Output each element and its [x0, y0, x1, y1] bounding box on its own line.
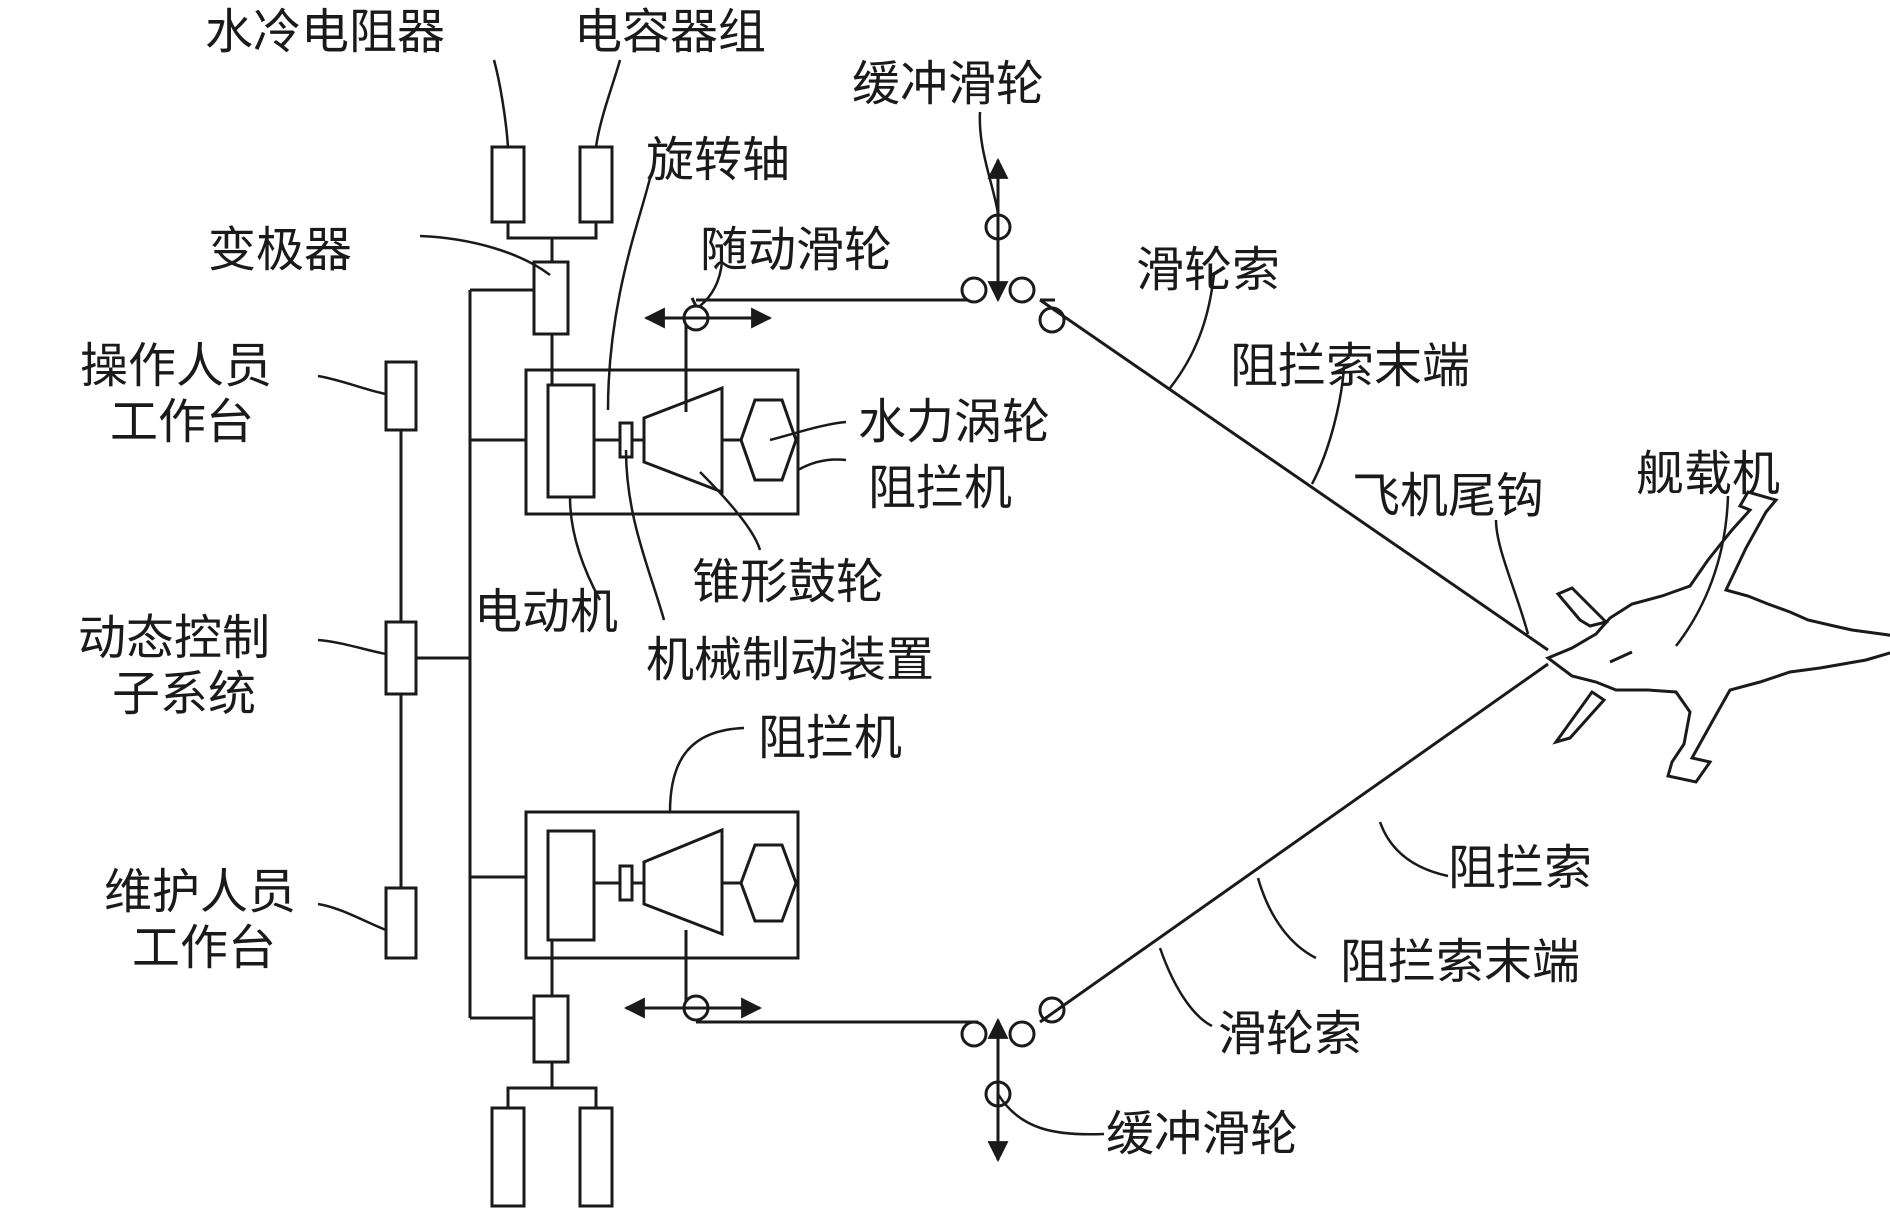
arresting-engine-top — [524, 368, 800, 516]
water-turbine-bottom — [739, 843, 798, 923]
guide-sheave-top — [1038, 306, 1066, 334]
label-carrier-aircraft: 舰载机 — [1636, 446, 1780, 502]
label-deck-pendant-end-top: 阻拦索末端 — [1230, 338, 1470, 394]
label-arresting-engine-bottom: 阻拦机 — [758, 710, 902, 766]
buffer-sheave-top-right — [1008, 276, 1036, 304]
capacitor-bank-box — [578, 145, 614, 224]
water-turbine-top — [739, 398, 798, 482]
motor-box-top — [546, 383, 596, 499]
leader-lines — [317, 59, 1730, 1136]
control-column — [384, 360, 470, 960]
arresting-engine-bottom — [524, 810, 800, 960]
label-maint-ws-2: 工作台 — [132, 920, 276, 976]
label-follower-sheave: 随动滑轮 — [700, 222, 892, 278]
pole-changer-box-bottom — [532, 994, 570, 1064]
label-motor: 电动机 — [474, 584, 618, 640]
bottom-electrical — [490, 940, 614, 1208]
label-operator-ws-1: 操作人员 — [80, 338, 272, 394]
dynamic-control-box — [384, 620, 418, 696]
buffer-sheave-top-left — [960, 276, 988, 304]
top-electrical — [490, 145, 614, 385]
resistor-box-bottom-1 — [490, 1106, 526, 1208]
resistor-box-bottom-2 — [578, 1106, 614, 1208]
label-maint-ws-1: 维护人员 — [104, 864, 296, 920]
label-rotating-shaft: 旋转轴 — [646, 132, 790, 188]
cone-drum-top — [642, 385, 724, 495]
arresting-engine-frame-bottom — [524, 810, 800, 960]
label-mech-brake: 机械制动装置 — [646, 632, 934, 688]
label-operator-ws-2: 工作台 — [110, 394, 254, 450]
label-buffer-sheave-top: 缓冲滑轮 — [852, 56, 1044, 112]
label-deck-pendant-end-bottom: 阻拦索末端 — [1340, 934, 1580, 990]
buffer-sheave-bottom-left — [960, 1020, 988, 1048]
label-dyn-ctrl-2: 子系统 — [112, 666, 256, 722]
label-water-turbine: 水力涡轮 — [858, 394, 1050, 450]
label-buffer-sheave-bottom: 缓冲滑轮 — [1106, 1106, 1298, 1162]
cable-system — [623, 157, 1549, 1163]
cone-drum-bottom — [642, 827, 724, 937]
label-water-resistor: 水冷电阻器 — [205, 4, 445, 60]
label-arresting-engine-top: 阻拦机 — [868, 460, 1012, 516]
power-bus — [468, 288, 534, 1020]
water-resistor-box — [490, 145, 526, 224]
purchase-cable-bottom-line — [1039, 662, 1549, 1024]
label-pole-changer: 变极器 — [208, 222, 352, 278]
label-purchase-cable-bottom: 滑轮索 — [1218, 1006, 1362, 1062]
label-arresting-cable: 阻拦索 — [1448, 840, 1592, 896]
label-purchase-cable-top: 滑轮索 — [1136, 242, 1280, 298]
label-tail-hook: 飞机尾钩 — [1352, 468, 1544, 524]
labels: 水冷电阻器 电容器组 缓冲滑轮 旋转轴 变极器 随动滑轮 滑轮索 操作人员 工作… — [78, 4, 1780, 1162]
mech-brake-bottom — [618, 864, 634, 902]
maintenance-workstation-box — [384, 886, 418, 960]
buffer-sheave-bottom-right — [1008, 1020, 1036, 1048]
arresting-engine-frame-top — [524, 368, 800, 516]
carrier-aircraft-icon — [1545, 490, 1890, 784]
label-dyn-ctrl-1: 动态控制 — [78, 610, 270, 666]
label-capacitor-bank: 电容器组 — [574, 4, 766, 60]
operator-workstation-box — [384, 360, 418, 432]
pole-changer-box-top — [532, 260, 570, 336]
purchase-cable-top-line — [1039, 298, 1549, 652]
motor-box-bottom — [546, 829, 596, 942]
label-cone-drum: 锥形鼓轮 — [692, 554, 884, 610]
